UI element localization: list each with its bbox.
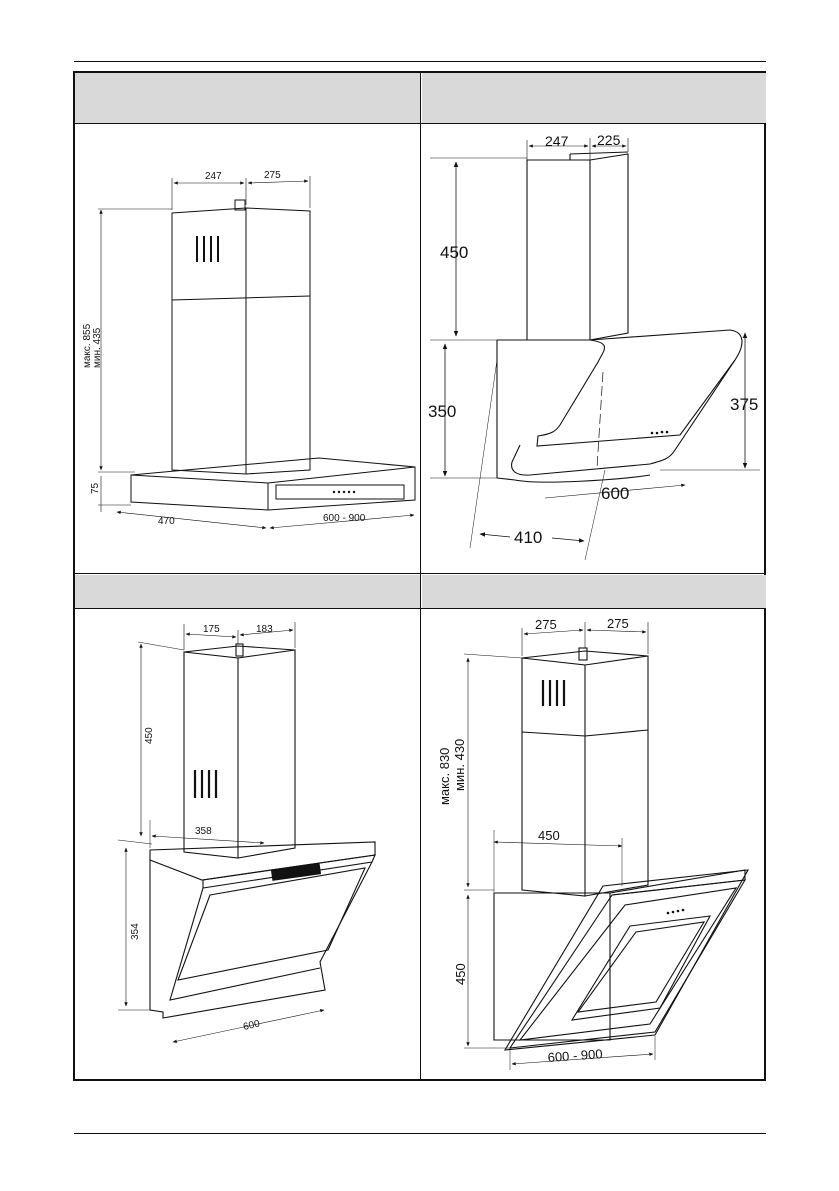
dim-tl-width: 600 - 900 bbox=[323, 513, 366, 524]
bottom-rule bbox=[74, 1133, 766, 1134]
column-divider bbox=[420, 73, 421, 1079]
header-cell-top-left bbox=[75, 73, 420, 123]
dim-tr-350: 350 bbox=[428, 402, 456, 421]
dim-tr-d2: 225 bbox=[597, 132, 621, 148]
chimney-side bbox=[584, 655, 649, 897]
diagram-table bbox=[73, 71, 766, 1081]
dim-tl-height: макс. 855 bbox=[82, 323, 93, 368]
dim-tr-d1: 247 bbox=[545, 133, 569, 149]
dim-tr-450: 450 bbox=[440, 243, 468, 262]
dim-br-d2: 275 bbox=[607, 616, 629, 631]
dim-br-height: макс. 830 bbox=[437, 748, 452, 805]
chimney-side bbox=[237, 649, 296, 859]
dim-tl-d2: 275 bbox=[264, 170, 281, 181]
header-cell-bottom-left bbox=[75, 575, 420, 608]
dim-tl-height2: мин. 435 bbox=[92, 327, 103, 368]
dim-bl-600: 600 bbox=[242, 1018, 261, 1033]
dim-tr-410: 410 bbox=[514, 528, 542, 547]
dim-bl-d1: 175 bbox=[203, 624, 220, 635]
dim-tl-470: 470 bbox=[158, 516, 175, 527]
hood-diagram-top-left bbox=[98, 176, 416, 530]
dim-tl-75: 75 bbox=[90, 482, 101, 494]
hood-body bbox=[497, 329, 743, 476]
dim-bl-354: 354 bbox=[130, 923, 141, 940]
hood-diagram-bottom-left bbox=[117, 622, 376, 1043]
dim-br-450b: 450 bbox=[453, 963, 468, 985]
dim-tr-600: 600 bbox=[601, 484, 629, 503]
row-divider-2 bbox=[75, 573, 766, 574]
chimney-front bbox=[521, 657, 586, 897]
header-cell-bottom-right bbox=[422, 575, 766, 608]
dim-bl-d2: 183 bbox=[256, 624, 273, 635]
vent-slots bbox=[541, 680, 566, 706]
dim-br-450a: 450 bbox=[538, 828, 560, 843]
control-strip bbox=[275, 484, 405, 500]
chimney-outline bbox=[171, 207, 311, 475]
chimney-side bbox=[589, 153, 629, 341]
control-panel bbox=[270, 863, 322, 881]
vent-slots bbox=[196, 236, 219, 262]
dim-bl-450: 450 bbox=[144, 727, 155, 744]
dim-br-width: 600 - 900 bbox=[547, 1046, 603, 1065]
dim-br-d1: 275 bbox=[535, 617, 557, 632]
dim-br-height2: мин. 430 bbox=[452, 739, 467, 791]
front-panel bbox=[508, 879, 747, 1049]
vent-slots bbox=[193, 770, 218, 798]
top-rule bbox=[74, 61, 766, 62]
dim-bl-358: 358 bbox=[195, 826, 212, 837]
row-divider-3 bbox=[75, 608, 766, 609]
dim-tr-375: 375 bbox=[730, 395, 758, 414]
row-divider-1 bbox=[75, 123, 766, 124]
hood-diagram-bottom-right bbox=[463, 622, 750, 1070]
header-cell-top-right bbox=[422, 73, 766, 123]
chimney-front bbox=[526, 159, 591, 341]
canopy-outline bbox=[130, 457, 416, 511]
dim-tl-d1: 247 bbox=[205, 171, 222, 182]
hood-diagram-top-right bbox=[430, 138, 760, 561]
